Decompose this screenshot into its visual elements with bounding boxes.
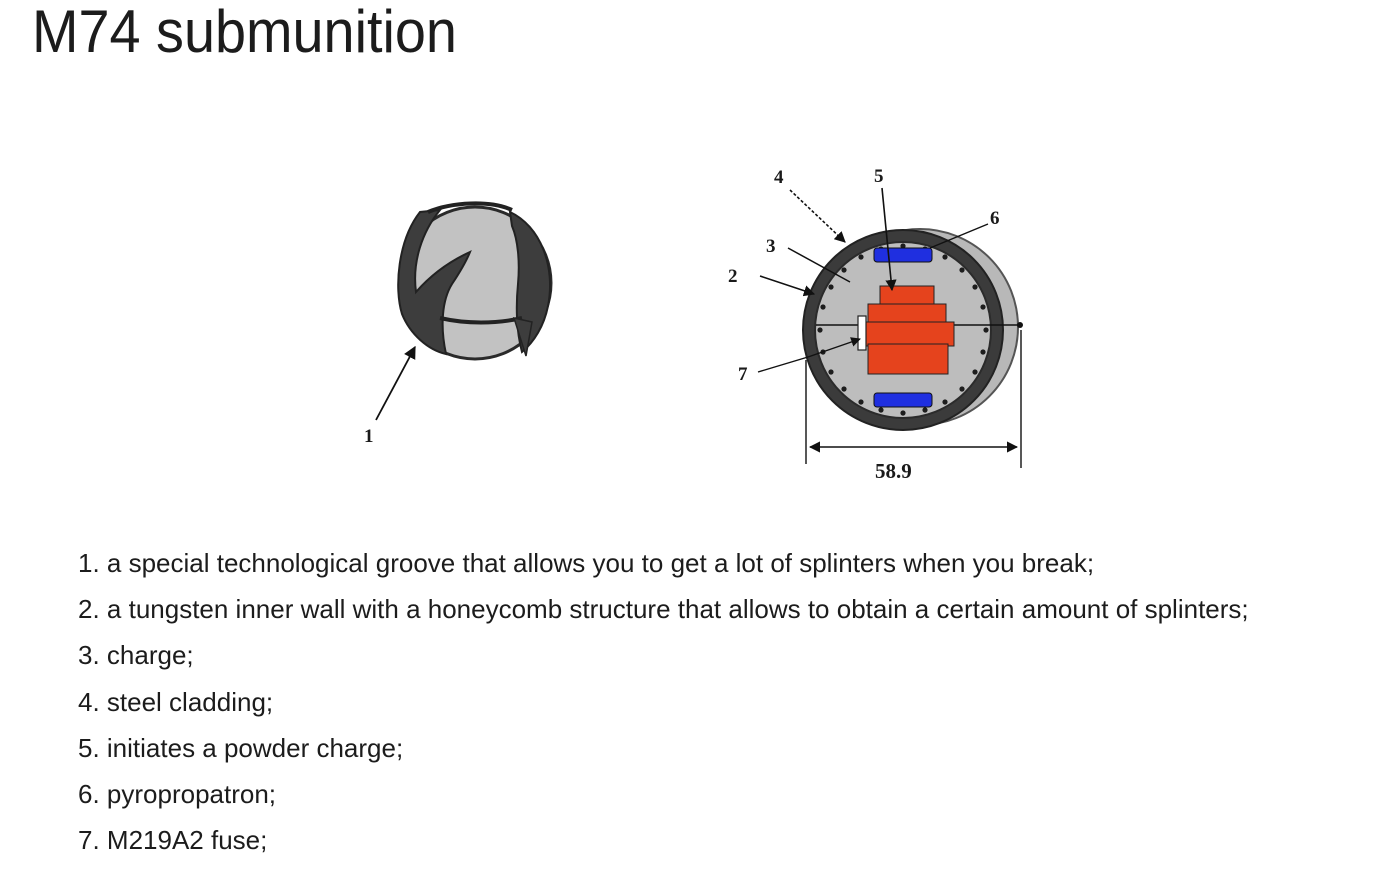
honeycomb-dots (817, 243, 989, 416)
legend-item-6: 6. pyropropatron; (78, 779, 277, 810)
callout-5: 5 (874, 166, 884, 187)
dimension-marker (805, 330, 1022, 468)
charge-middle-upper (867, 303, 947, 325)
callout-arrow-7-tip (807, 337, 861, 358)
fuse-plunger (857, 315, 867, 351)
callout-arrow-7 (757, 356, 809, 373)
charge-top (879, 285, 935, 307)
cross-section-view (802, 228, 1023, 431)
legend-item-2: 2. a tungsten inner wall with a honeycom… (78, 594, 1249, 625)
legend-item-7: 7. M219A2 fuse; (78, 825, 268, 856)
callout-7: 7 (738, 364, 748, 385)
charge-middle-lower (863, 321, 955, 347)
submunition-diagram: 1 (364, 166, 1023, 483)
groove-top-ridge (427, 201, 513, 214)
callout-arrow-3 (787, 247, 851, 283)
callout-1: 1 (364, 426, 374, 447)
legend-item-3: 3. charge; (78, 640, 194, 671)
legend-item-4: 4. steel cladding; (78, 686, 274, 717)
legend-item-5: 5. initiates a powder charge; (78, 732, 404, 763)
callout-6: 6 (990, 208, 1000, 229)
dimension-label: 58.9 (875, 459, 912, 483)
callout-arrow-2 (759, 275, 816, 297)
callout-2: 2 (728, 266, 738, 287)
callout-4: 4 (774, 167, 784, 188)
groove-tip-right (512, 316, 533, 357)
callout-arrow-6 (929, 223, 989, 249)
callout-arrow-1 (375, 345, 416, 421)
callout-arrow-5 (881, 187, 897, 292)
groove-segment-left (397, 208, 472, 356)
axis-endpoint (1017, 322, 1023, 328)
legend-item-1: 1. a special technological groove that a… (78, 548, 1095, 578)
callout-arrow-4 (789, 189, 846, 243)
callout-3: 3 (766, 236, 776, 257)
charge-bottom (867, 343, 949, 375)
powder-initiator-bottom (873, 392, 933, 408)
page-title: M74 submunition (32, 0, 457, 65)
exterior-view (397, 201, 553, 361)
legend-list: 1. a special technological groove that a… (78, 540, 1249, 863)
powder-initiator-top (873, 247, 933, 263)
